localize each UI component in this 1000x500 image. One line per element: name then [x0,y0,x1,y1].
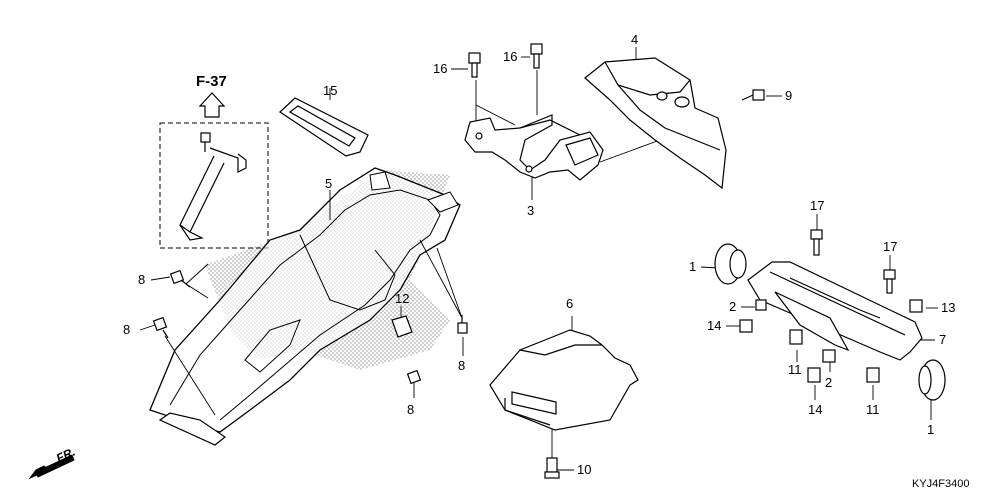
part-15-strap [279,97,369,157]
callout-11: 11 [788,362,802,377]
callout-12: 12 [395,291,410,306]
part-5-rear-fender [149,167,461,446]
callout-13: 13 [941,300,956,315]
callout-14: 14 [707,318,722,333]
callout-5: 5 [325,176,333,191]
callout-10: 10 [577,462,592,477]
callout-4: 4 [631,32,639,47]
bolt-9-icon [741,89,765,101]
bracket-bolt-icon [179,132,247,241]
callout-16: 16 [503,49,518,64]
part-4-cover [584,57,727,190]
part-3-bracket [464,114,604,181]
callout-3: 3 [527,203,535,218]
bolt-8-icon [152,269,468,385]
callout-1: 1 [689,259,697,274]
part-7-plate [747,261,923,361]
callout-7: 7 [939,332,947,347]
callout-1: 1 [927,422,935,437]
callout-8: 8 [123,322,131,337]
leader-lines [139,47,938,471]
diagram-code: KYJ4F3400 [912,478,970,490]
callout-6: 6 [566,296,574,311]
callout-17: 17 [883,239,898,254]
bolt-17-icon [810,229,896,294]
callout-14: 14 [808,402,823,417]
callout-8: 8 [138,272,146,287]
reference-box [159,92,269,249]
bolt-10-icon [544,457,560,479]
nut-icon [739,299,923,383]
callout-8: 8 [407,402,415,417]
up-arrow-icon [198,92,226,118]
reflector-1-icon [714,243,946,401]
callout-16: 16 [433,61,448,76]
callout-9: 9 [785,88,793,103]
callout-2: 2 [825,375,833,390]
bolt-16-icon [468,43,543,78]
callout-8: 8 [458,358,466,373]
callout-2: 2 [729,299,737,314]
front-arrow-icon [28,454,75,480]
part-6-cover [489,329,639,431]
callout-11: 11 [866,402,880,417]
reference-label: F-37 [196,73,227,90]
callout-17: 17 [810,198,825,213]
callout-15: 15 [323,83,338,98]
